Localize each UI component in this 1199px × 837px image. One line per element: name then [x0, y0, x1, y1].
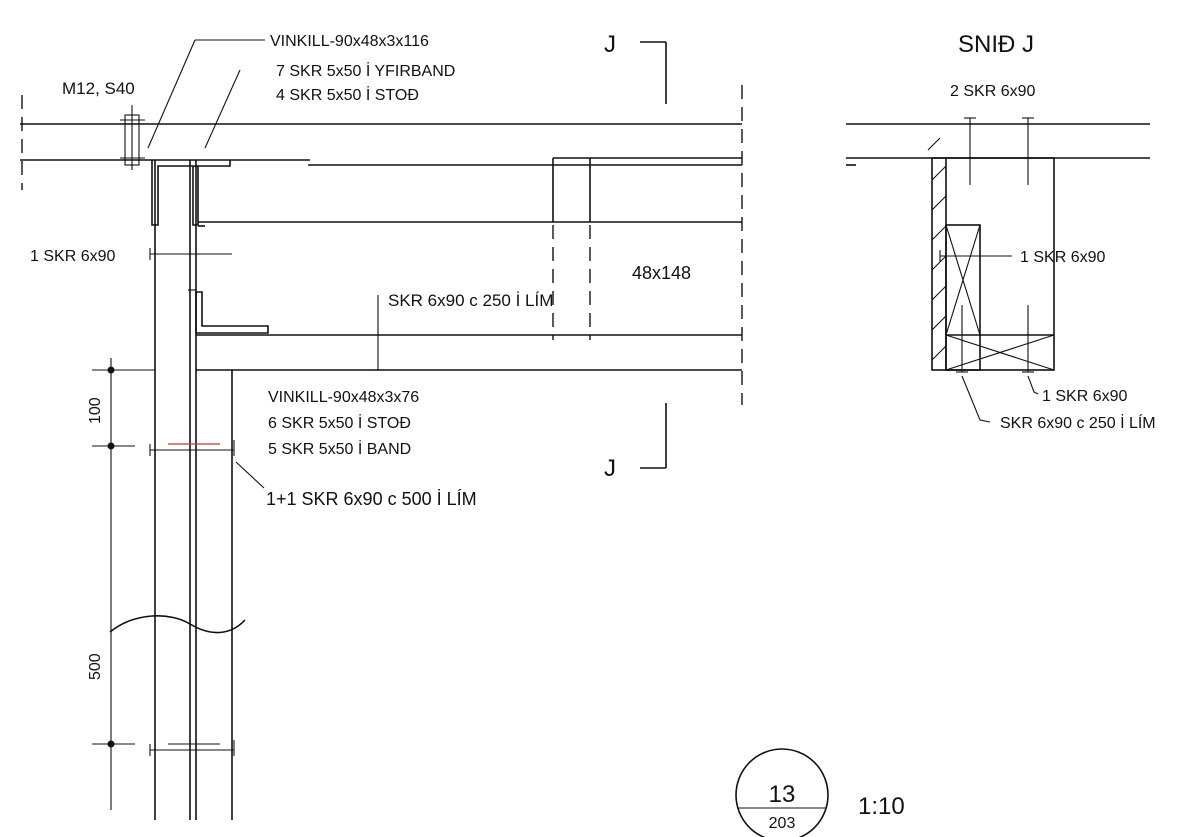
- top-label-line3: 4 SKR 5x50 İ STOĐ: [276, 85, 419, 104]
- bolt-m12: [120, 105, 145, 170]
- section-marker-bottom: [640, 403, 667, 469]
- dim-500-label: 500: [87, 653, 104, 680]
- dimension-chain: [92, 358, 155, 810]
- post-screw-top: [149, 440, 235, 456]
- section-title: SNIĐ J: [958, 31, 1034, 58]
- side-plate-hatching: [927, 137, 947, 361]
- bottom-angle-bracket: [188, 289, 269, 334]
- section-marker-top-label: J: [604, 31, 616, 58]
- bottom-label-line2: 6 SKR 5x50 İ STOĐ: [268, 413, 411, 432]
- section-bottom-skr: 1 SKR 6x90: [1042, 388, 1127, 405]
- dim-100-label: 100: [87, 397, 104, 424]
- detail-sheet: 203: [769, 815, 796, 832]
- section-top-skr: 2 SKR 6x90: [950, 83, 1035, 100]
- detail-number: 13: [769, 781, 796, 808]
- detail-bubble: [735, 748, 829, 837]
- post-skr-label: 1+1 SKR 6x90 c 500 İ LÍM: [266, 489, 477, 509]
- section-mid-skr: 1 SKR 6x90: [1020, 249, 1105, 266]
- section-j-view: [846, 117, 1150, 423]
- break-symbol: [109, 615, 246, 634]
- section-outline: [931, 157, 1055, 371]
- post-screw-bottom: [149, 740, 235, 756]
- bolt-label: M12, S40: [62, 79, 135, 98]
- beam-size-label: 48x148: [632, 263, 691, 283]
- elevation-view: [20, 39, 743, 820]
- left-skr-label: 1 SKR 6x90: [30, 248, 115, 265]
- section-marker-bottom-label: J: [604, 455, 616, 482]
- top-angle-bracket: [151, 160, 231, 226]
- detail-scale: 1:10: [858, 793, 905, 820]
- beam-skr-label: SKR 6x90 c 250 İ LÍM: [388, 291, 553, 310]
- section-marker-top: [640, 41, 667, 104]
- bottom-label-line3: 5 SKR 5x50 İ BAND: [268, 439, 411, 458]
- section-bottom-skr-lim: SKR 6x90 c 250 İ LÍM: [1000, 413, 1156, 432]
- vinkill-bottom-label: VINKILL-90x48x3x76: [268, 389, 419, 406]
- top-label-line2: 7 SKR 5x50 İ YFIRBAND: [276, 61, 455, 80]
- vinkill-top-label: VINKILL-90x48x3x116: [270, 33, 429, 50]
